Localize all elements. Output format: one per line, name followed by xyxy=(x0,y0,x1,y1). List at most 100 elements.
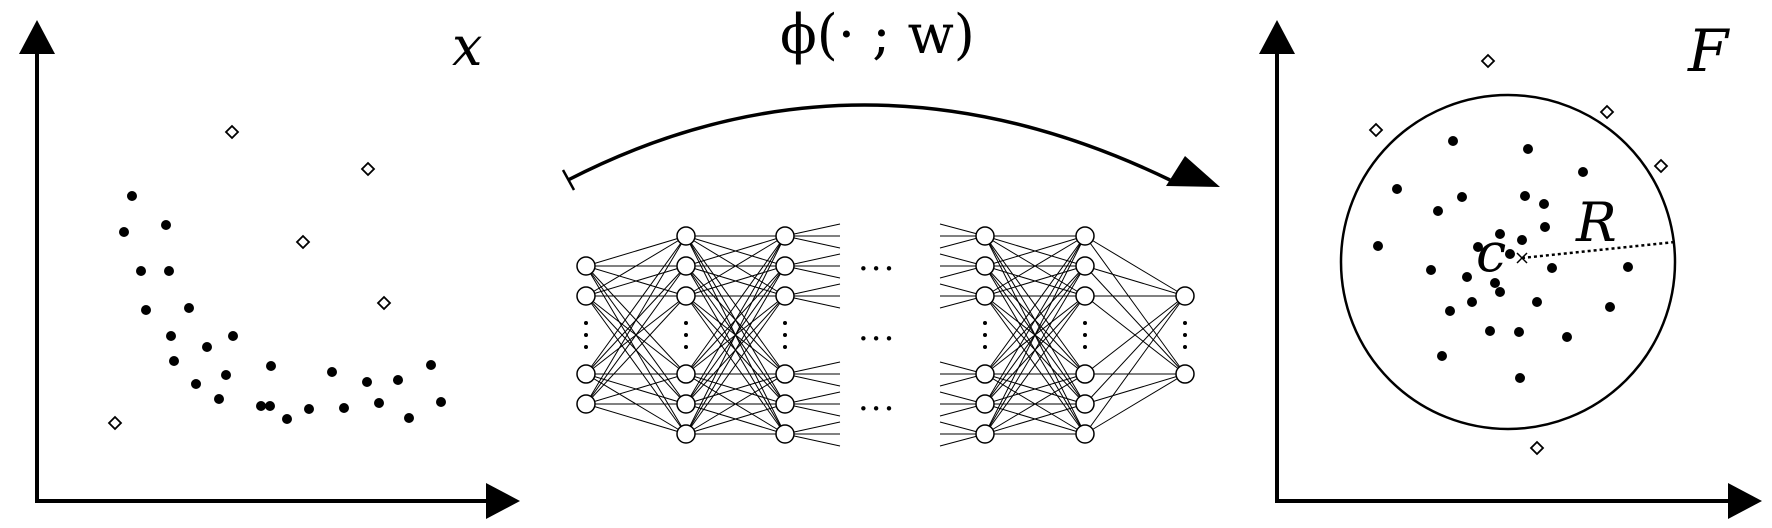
network-nodes xyxy=(576,226,1195,444)
network-edge xyxy=(1084,295,1186,435)
network-node xyxy=(775,394,795,414)
normal-point xyxy=(1433,206,1443,216)
normal-point xyxy=(1623,262,1633,272)
ellipsis-dot xyxy=(1183,321,1187,325)
ellipsis-dot xyxy=(584,333,588,337)
ellipsis-dot xyxy=(1083,345,1087,349)
network-edge xyxy=(685,265,786,435)
network-edge xyxy=(1084,235,1186,375)
network-edge xyxy=(685,295,786,435)
ellipsis-middle: ··· xyxy=(858,319,897,359)
anomaly-point xyxy=(1368,122,1384,138)
network-node xyxy=(1175,286,1195,306)
normal-point xyxy=(228,331,238,341)
network-edge xyxy=(685,265,786,297)
network-node xyxy=(975,424,995,444)
normal-point xyxy=(327,367,337,377)
network-node xyxy=(676,424,696,444)
mapping-arrowhead xyxy=(1166,156,1220,187)
network-edge xyxy=(984,373,1086,405)
network-edge xyxy=(685,373,786,435)
normal-point xyxy=(1490,278,1500,288)
network-node xyxy=(975,256,995,276)
network-node xyxy=(775,226,795,246)
network-node xyxy=(676,256,696,276)
normal-point xyxy=(184,303,194,313)
normal-point xyxy=(191,379,201,389)
network-edge xyxy=(685,235,786,267)
network-edge xyxy=(1084,235,1186,297)
network-node xyxy=(1075,394,1095,414)
neural-network xyxy=(576,223,1195,447)
mapping-arrow xyxy=(567,103,1171,182)
network-node xyxy=(576,286,596,306)
normal-point xyxy=(166,331,176,341)
input-space-axes xyxy=(19,20,520,519)
radius-label: R xyxy=(1576,191,1617,254)
network-node xyxy=(1075,226,1095,246)
normal-point xyxy=(1495,229,1505,239)
ellipsis-dot xyxy=(684,345,688,349)
network-edge xyxy=(1084,295,1186,405)
normal-point xyxy=(1505,249,1515,259)
network-edge xyxy=(685,235,786,435)
normal-point xyxy=(1392,184,1402,194)
normal-point xyxy=(1514,327,1524,337)
network-node xyxy=(676,364,696,384)
normal-point xyxy=(1520,191,1530,201)
network-edge xyxy=(585,235,687,405)
anomaly-point xyxy=(376,295,392,311)
normal-point xyxy=(1467,297,1477,307)
normal-point xyxy=(339,403,349,413)
normal-point xyxy=(1437,351,1447,361)
normal-point xyxy=(119,227,129,237)
anomaly-point xyxy=(1653,158,1669,174)
normal-point xyxy=(374,398,384,408)
anomaly-point xyxy=(1480,53,1496,69)
normal-point xyxy=(404,413,414,423)
normal-point xyxy=(141,305,151,315)
normal-point xyxy=(1515,373,1525,383)
network-edge xyxy=(1084,373,1186,435)
ellipsis-dot xyxy=(1183,333,1187,337)
anomaly-point xyxy=(224,124,240,140)
input-space-points xyxy=(107,124,446,431)
feature-y-arrowhead xyxy=(1259,20,1295,54)
network-edges xyxy=(585,223,1186,447)
feature-space-axes xyxy=(1259,20,1762,519)
network-node xyxy=(975,226,995,246)
network-edge xyxy=(984,235,1086,435)
network-edge xyxy=(585,235,687,297)
ellipsis-dot xyxy=(983,345,987,349)
normal-point xyxy=(1562,332,1572,342)
normal-point xyxy=(1485,326,1495,336)
normal-point xyxy=(136,266,146,276)
network-edge xyxy=(585,295,687,435)
network-node xyxy=(1075,364,1095,384)
network-edge xyxy=(685,235,786,375)
network-node xyxy=(676,394,696,414)
ellipsis-dot xyxy=(584,321,588,325)
center-label: c xyxy=(1476,221,1507,284)
normal-point xyxy=(1473,242,1483,252)
normal-point xyxy=(265,401,275,411)
network-node xyxy=(676,286,696,306)
network-node xyxy=(1075,256,1095,276)
ellipsis-dot xyxy=(783,333,787,337)
network-edge xyxy=(585,265,687,297)
network-node xyxy=(975,286,995,306)
normal-point xyxy=(164,266,174,276)
normal-point xyxy=(1462,272,1472,282)
normal-point xyxy=(1373,241,1383,251)
network-edge xyxy=(984,235,1086,405)
network-node xyxy=(775,256,795,276)
normal-point xyxy=(1540,222,1550,232)
ellipsis-dot xyxy=(983,321,987,325)
normal-point xyxy=(266,361,276,371)
network-vertical-ellipsis xyxy=(584,321,1187,349)
normal-point xyxy=(221,370,231,380)
network-node xyxy=(975,394,995,414)
network-node xyxy=(676,226,696,246)
network-edge xyxy=(984,403,1086,435)
network-edge xyxy=(685,235,786,405)
